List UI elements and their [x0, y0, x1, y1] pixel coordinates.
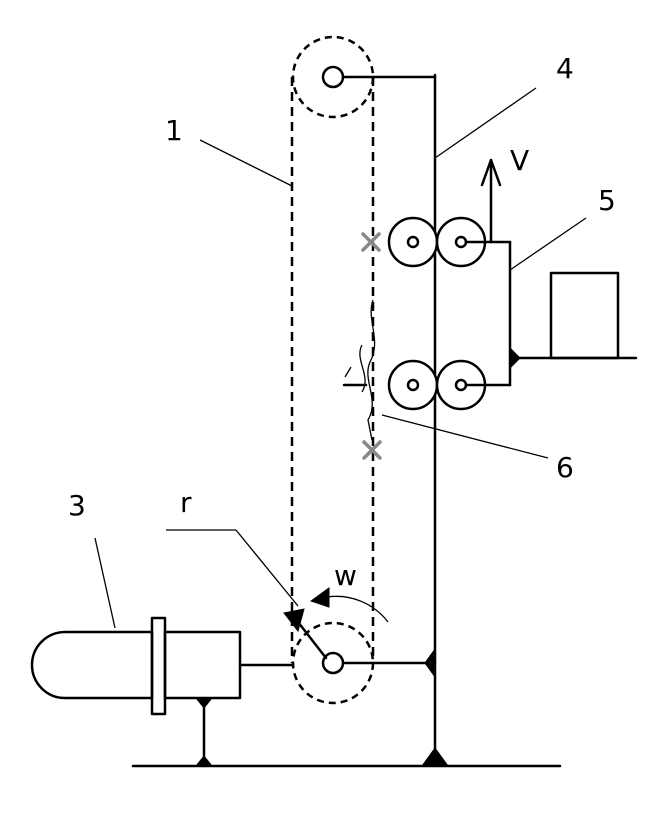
label-r: r [180, 486, 192, 519]
leader-line-1 [199, 139, 293, 187]
bottom-sprocket [291, 621, 437, 705]
carriage-5 [508, 240, 638, 387]
specimen-6 [342, 299, 376, 441]
angular-velocity-arrow [309, 587, 389, 623]
upper-clamp-mark [361, 232, 381, 252]
column-base-support [421, 747, 449, 767]
label-4: 4 [556, 52, 574, 85]
label-1: 1 [165, 114, 183, 147]
velocity-arrow [480, 158, 502, 244]
label-6: 6 [556, 451, 574, 484]
leader-line-4 [434, 87, 537, 159]
drive-motor-3 [30, 616, 295, 768]
top-pulley [291, 35, 437, 119]
leader-line-6 [381, 414, 549, 459]
leader-line-5 [509, 217, 587, 271]
chain-loop-1 [290, 77, 375, 663]
radius-indicator [166, 529, 328, 660]
label-5: 5 [598, 184, 616, 217]
label-v: V [510, 144, 529, 177]
lower-clamp-mark [362, 440, 382, 460]
label-3: 3 [68, 489, 86, 522]
lower-roller-pair [387, 359, 512, 411]
upper-roller-pair [387, 216, 512, 268]
label-w: w [334, 559, 357, 592]
leader-line-3 [94, 537, 116, 629]
